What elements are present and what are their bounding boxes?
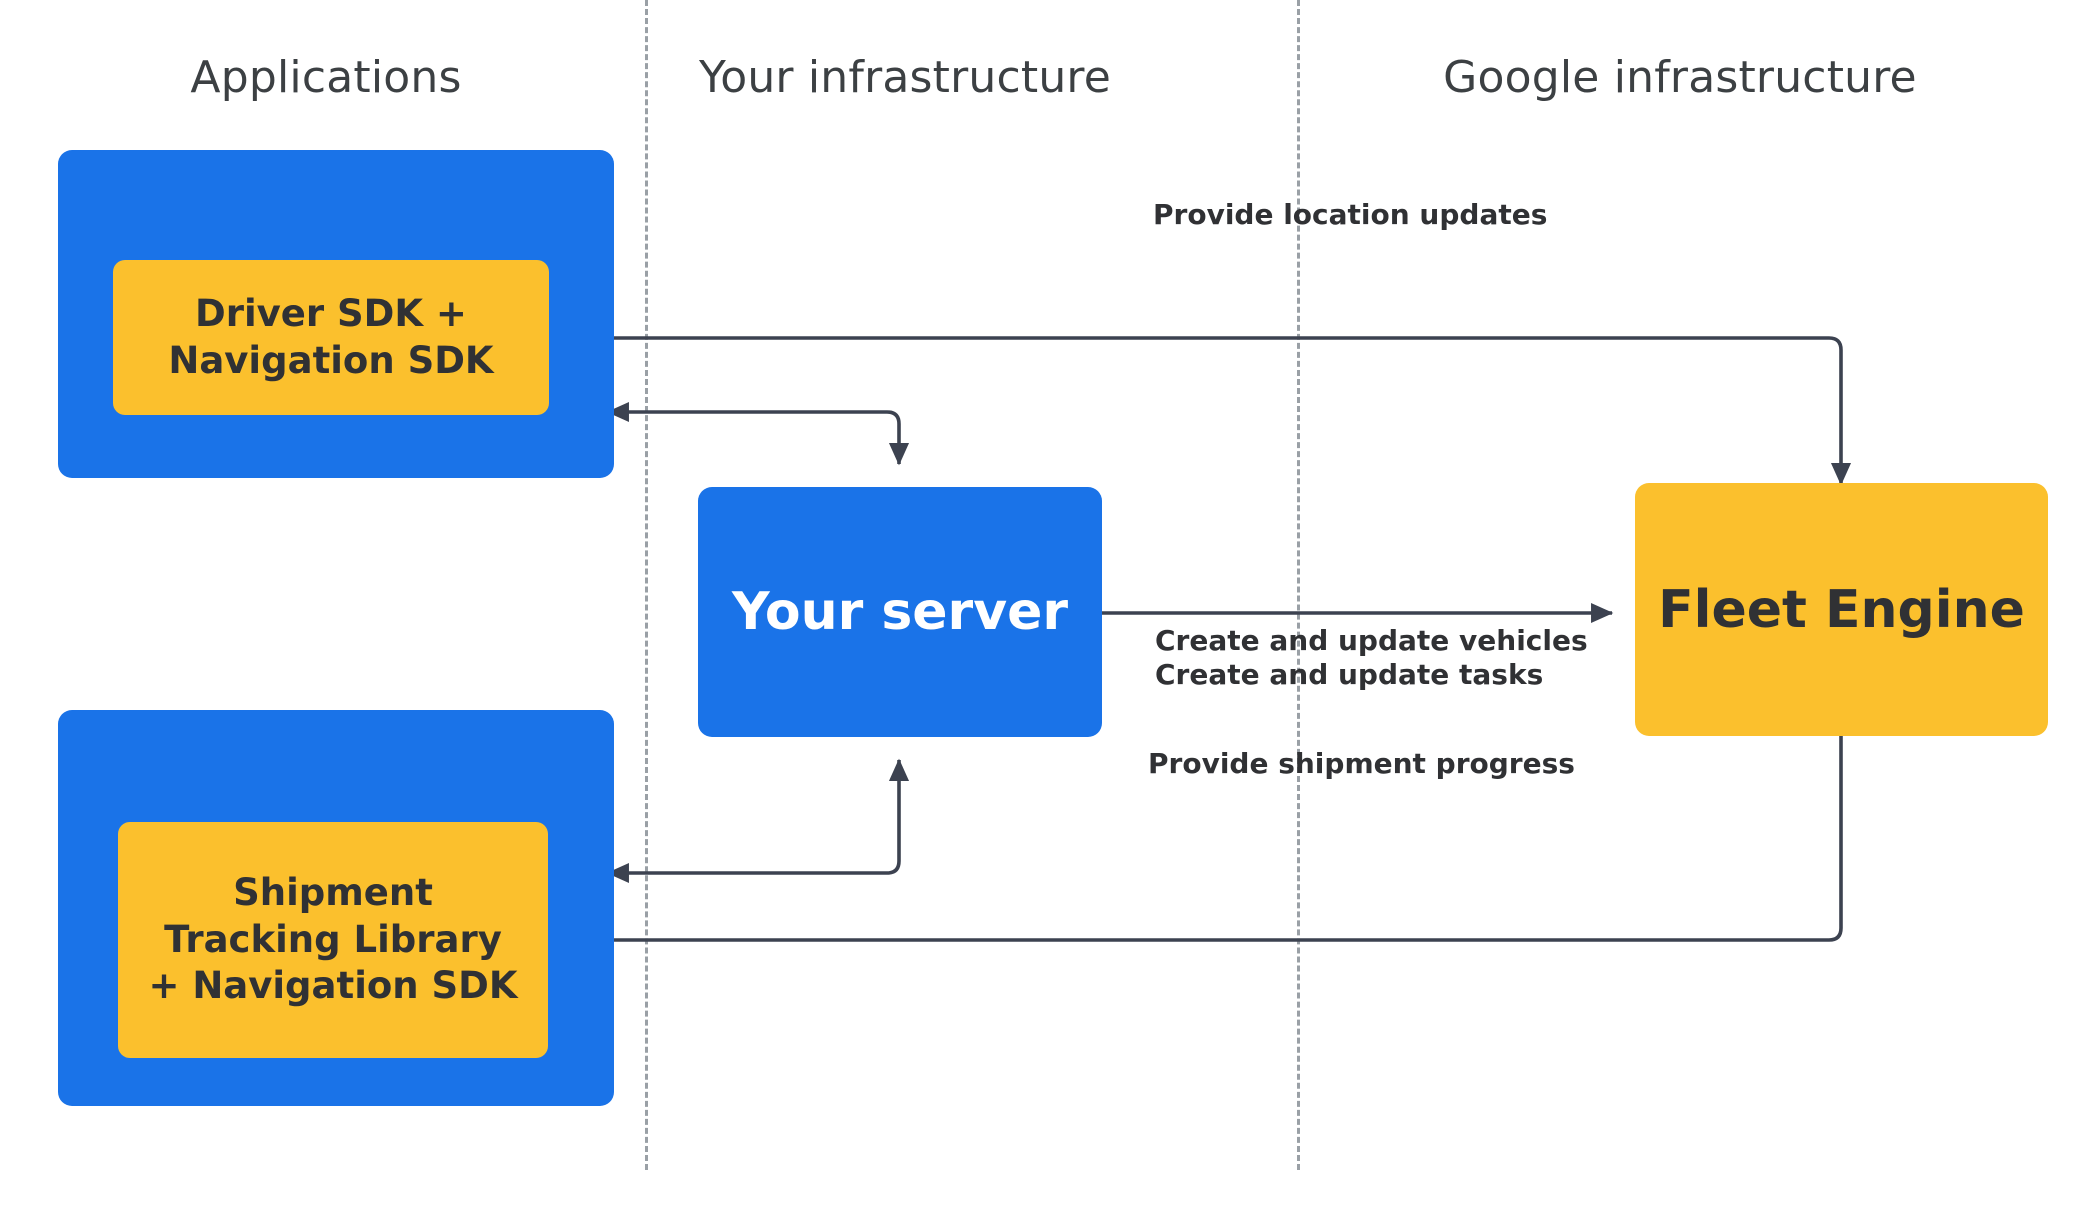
column-header-your-infrastructure: Your infrastructure [698, 52, 1112, 103]
lane-divider-left [645, 0, 648, 1170]
node-consumer-sdk[interactable]: Shipment Tracking Library + Navigation S… [118, 822, 548, 1058]
edge-label-provide-location-updates: Provide location updates [1153, 198, 1548, 231]
node-your-server[interactable]: Your server [698, 487, 1102, 737]
column-header-google-infrastructure: Google infrastructure [1443, 52, 1917, 103]
edge-driver-app-to-your-server [606, 401, 910, 466]
edge-your-server-to-consumer-app [606, 758, 910, 884]
node-fleet-engine[interactable]: Fleet Engine [1635, 483, 2048, 736]
consumer-sdk-line-1: Shipment [233, 871, 433, 915]
consumer-sdk-line-3: + Navigation SDK [148, 964, 518, 1008]
consumer-sdk-label: Shipment Tracking Library + Navigation S… [140, 870, 525, 1010]
node-driver-sdk[interactable]: Driver SDK + Navigation SDK [113, 260, 549, 415]
fleet-engine-label: Fleet Engine [1658, 579, 2025, 640]
consumer-sdk-line-2: Tracking Library [164, 917, 502, 961]
edge-fleet-engine-to-driver-sdk [570, 327, 1852, 486]
node-driver-app[interactable]: Driver app Driver SDK + Navigation SDK [58, 150, 614, 478]
column-header-applications: Applications [190, 52, 462, 103]
lane-divider-right [1297, 0, 1300, 1170]
edge-label-create-and-update-tasks: Create and update tasks [1155, 658, 1544, 691]
driver-sdk-label: Driver SDK + Navigation SDK [160, 291, 501, 384]
node-consumer-app[interactable]: Consumer app Shipment Tracking Library +… [58, 710, 614, 1106]
driver-sdk-line-2: Navigation SDK [168, 338, 494, 382]
edge-label-create-and-update-vehicles: Create and update vehicles [1155, 624, 1588, 657]
driver-sdk-line-1: Driver SDK + [195, 291, 467, 335]
your-server-label: Your server [731, 582, 1069, 642]
edge-label-provide-shipment-progress: Provide shipment progress [1148, 747, 1575, 780]
